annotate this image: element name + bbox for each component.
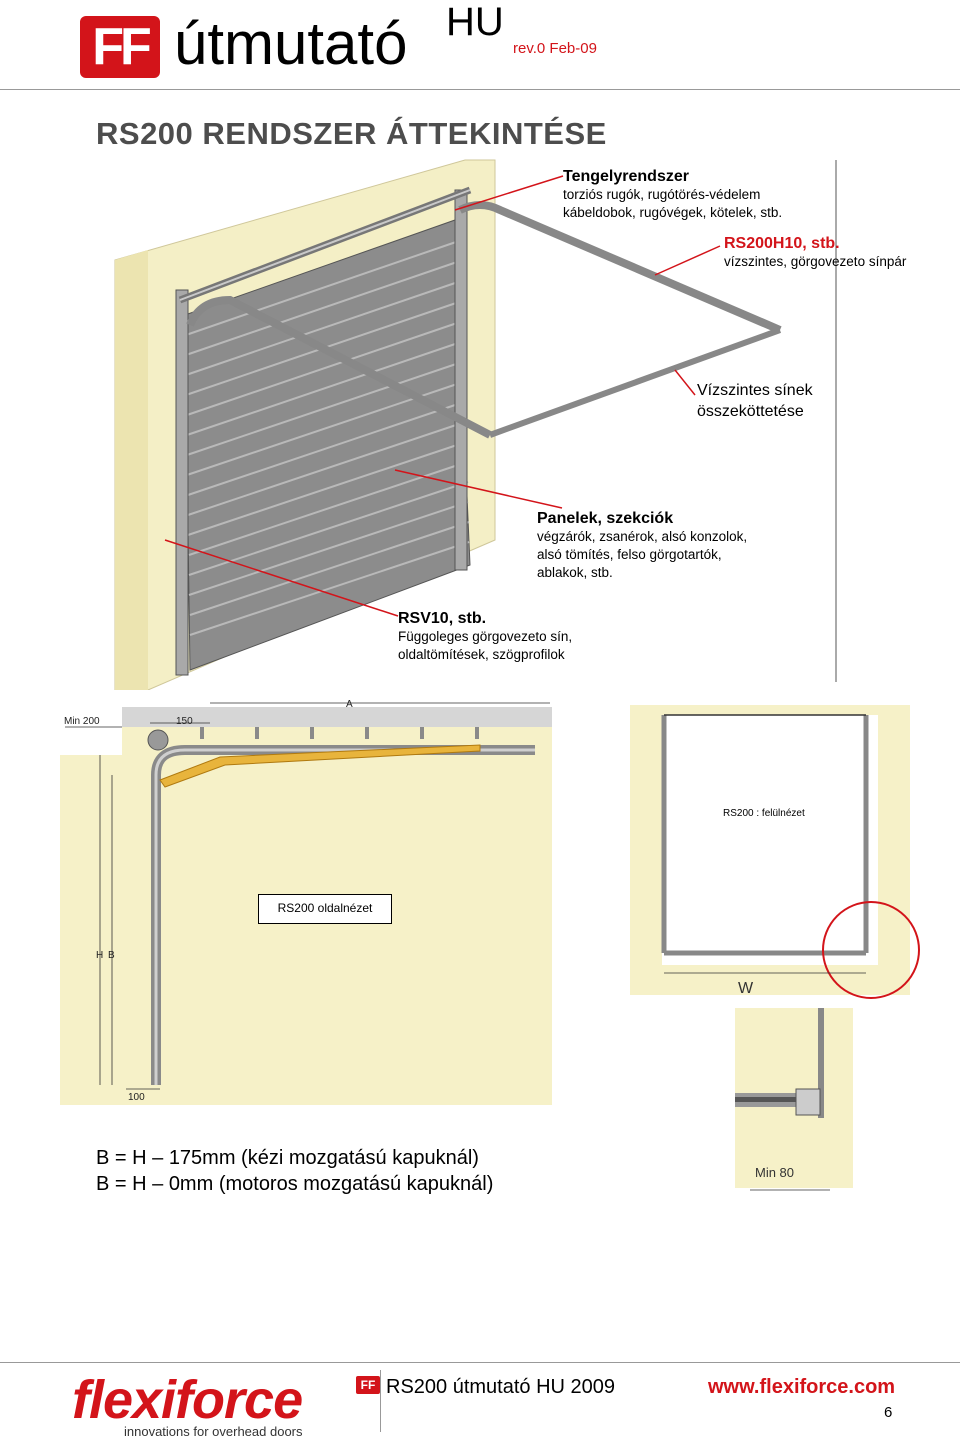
footer-divider (0, 1362, 960, 1363)
axle-system-line-2: kábeldobok, rugóvégek, kötelek, stb. (563, 205, 783, 220)
panels-line-3: ablakok, stb. (537, 565, 613, 580)
axle-system-title: Tengelyrendszer (563, 168, 689, 185)
door-3d-illustration (114, 159, 837, 690)
footer-url-link[interactable]: www.flexiforce.com (708, 1376, 896, 1398)
top-view-label: RS200 : felülnézet (723, 808, 805, 819)
formula-motor: B = H – 0mm (motoros mozgatású kapuknál) (96, 1173, 494, 1195)
document-language: HU (446, 0, 504, 44)
rsv10-label: RSV10, stb. Függoleges görgovezeto sín, … (398, 610, 572, 664)
rsv10-line-1: Függoleges görgovezeto sín, (398, 629, 573, 644)
footer-title: RS200 útmutató HU 2009 (386, 1376, 616, 1398)
document-revision: rev.0 Feb-09 (513, 40, 597, 57)
ff-logo: FF (80, 16, 160, 78)
track-connection-line-2: összeköttetése (697, 403, 804, 420)
page-number: 6 (884, 1404, 893, 1421)
dim-a: A (346, 699, 353, 710)
side-view-label: RS200 oldalnézet (258, 894, 392, 924)
dim-min-200: Min 200 (64, 716, 100, 727)
panels-line-1: végzárók, zsanérok, alsó konzolok, (537, 529, 748, 544)
rs200h10-line-1: vízszintes, görgovezeto sínpár (724, 254, 907, 269)
axle-system-line-1: torziós rugók, rugótörés-védelem (563, 187, 761, 202)
rsv10-title: RSV10, stb. (398, 610, 487, 627)
dim-100: 100 (128, 1092, 145, 1103)
rs200h10-title: RS200H10, stb. (724, 235, 840, 252)
panels-label: Panelek, szekciók végzárók, zsanérok, al… (537, 510, 747, 582)
document-title: útmutató (174, 10, 408, 77)
track-connection-line-1: Vízszintes sínek (697, 382, 813, 399)
dim-h: H (96, 950, 104, 961)
footer-separator (380, 1370, 381, 1432)
flexiforce-logo: flexiforce (72, 1370, 303, 1430)
dim-w: W (738, 980, 754, 997)
formula-manual: B = H – 175mm (kézi mozgatású kapuknál) (96, 1147, 479, 1169)
rsv10-line-2: oldaltömítések, szögprofilok (398, 647, 565, 662)
page-heading: RS200 RENDSZER ÁTTEKINTÉSE (96, 116, 607, 151)
flexiforce-badge: FF (356, 1376, 380, 1394)
axle-system-label: Tengelyrendszer torziós rugók, rugótörés… (563, 168, 782, 222)
track-connection-label: Vízszintes sínek összeköttetése (697, 380, 813, 422)
dim-b: B (108, 950, 115, 961)
dim-min-80: Min 80 (755, 1165, 795, 1180)
rs200h10-label: RS200H10, stb. vízszintes, görgovezeto s… (724, 235, 906, 271)
panels-line-2: alsó tömítés, felso görgotartók, (537, 547, 722, 562)
panels-title: Panelek, szekciók (537, 510, 674, 527)
header-divider (0, 89, 960, 90)
flexiforce-tagline: innovations for overhead doors (124, 1424, 303, 1439)
dim-150: 150 (176, 716, 193, 727)
top-view-diagram (630, 705, 920, 1191)
